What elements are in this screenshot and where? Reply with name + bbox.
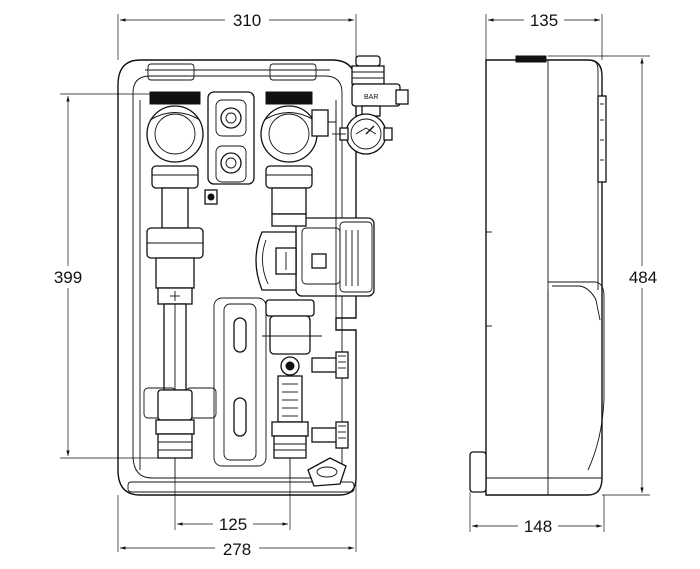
side-mount-tab [469, 451, 487, 493]
front-view: BAR [117, 55, 409, 496]
left-union [151, 165, 199, 189]
dim-front-height: 399 [54, 268, 82, 287]
right-valve-body [269, 315, 311, 355]
mount-tab [307, 457, 347, 487]
right-cap [265, 91, 313, 105]
side-housing-outline [485, 59, 603, 496]
right-union [265, 165, 313, 189]
top-clip-left [147, 63, 195, 81]
fill-valve-upper [311, 357, 339, 373]
dim-pipe-spacing: 125 [219, 515, 247, 534]
left-outlet-nut [155, 419, 195, 435]
side-view [469, 55, 607, 496]
side-valve-stack [597, 95, 607, 183]
gauge-label-text: BAR [364, 94, 378, 101]
safety-valve-cap [355, 55, 381, 67]
dim-side-height: 484 [629, 268, 657, 287]
fill-valve-lower [311, 427, 339, 443]
flow-meter [277, 375, 303, 423]
dim-front-width-bottom: 278 [223, 540, 251, 559]
dim-front-width-top: 310 [233, 11, 261, 30]
top-clip-right [269, 63, 317, 81]
dim-side-depth-bottom: 148 [524, 517, 552, 536]
dim-side-depth-top: 135 [530, 11, 558, 30]
mounting-slot-lower [233, 397, 247, 437]
left-cap [149, 91, 201, 105]
side-top-clip [515, 55, 547, 63]
mounting-slot-upper [233, 317, 247, 353]
back-plate [213, 297, 267, 467]
central-manifold [207, 91, 255, 185]
